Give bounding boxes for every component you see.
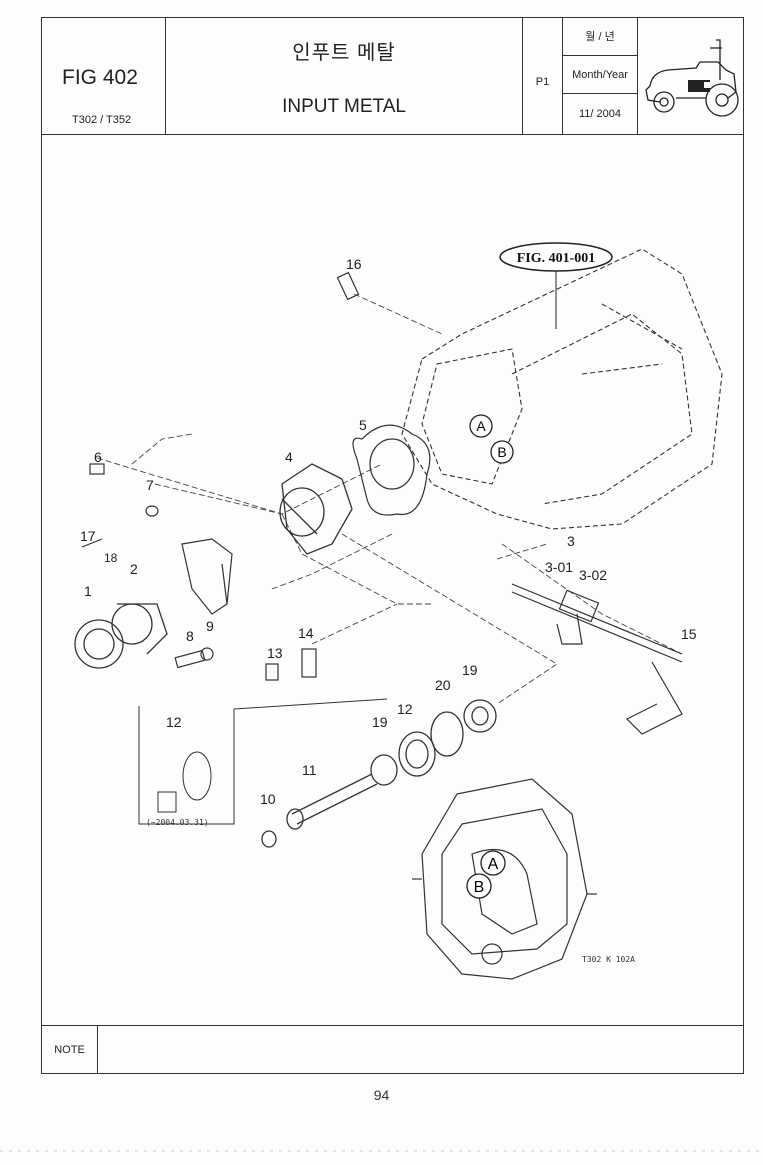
fig-reference-label: FIG. 401-001 <box>517 251 596 266</box>
scan-artifact <box>0 1150 763 1152</box>
callout-3-01: 3-01 <box>545 559 573 575</box>
callout-14: 14 <box>298 625 314 641</box>
marker-a-lower-label: A <box>488 856 499 873</box>
note-row: NOTE <box>42 1025 743 1074</box>
callout-20: 20 <box>435 677 451 693</box>
parts-diagram: FIG. 401-001 <box>74 242 723 980</box>
marker-a-upper <box>469 414 493 438</box>
callout-16: 16 <box>346 256 362 272</box>
fig-reference-tag: FIG. 401-001 <box>499 242 613 329</box>
tractor-icon <box>645 39 739 117</box>
gasket-part-5 <box>352 424 431 516</box>
marker-b-lower <box>466 873 492 899</box>
callout-17: 17 <box>80 528 96 544</box>
callout-1: 1 <box>84 583 92 599</box>
fig-number: FIG 402 <box>62 66 138 89</box>
detail-inset-12 <box>138 698 388 825</box>
marker-a-lower <box>480 850 506 876</box>
date-cell: 월 / 년 Month/Year 11/ 2004 <box>563 18 638 134</box>
callout-3-02: 3-02 <box>579 567 607 583</box>
callout-18: 18 <box>104 551 118 565</box>
note-label: NOTE <box>42 1026 98 1074</box>
callout-3: 3 <box>567 533 575 549</box>
release-fork-part-2 <box>181 538 233 615</box>
callout-15: 15 <box>681 626 697 642</box>
callout-19-lower: 19 <box>372 714 388 730</box>
input-shaft-gear-set <box>261 699 497 848</box>
date-value: 11/ 2004 <box>578 108 621 120</box>
marker-b-upper <box>490 440 514 464</box>
parts-sheet: FIG 402 T302 / T352 인푸트 메탈 INPUT METAL P… <box>41 17 744 1074</box>
shift-rod-assembly-part-3 <box>511 583 683 735</box>
tractor-logo-cell <box>638 18 744 134</box>
marker-b-lower-label: B <box>474 879 485 896</box>
detail-stamp: (~2004.03.31) <box>146 818 209 827</box>
fastener-parts <box>81 271 360 681</box>
page-label: P1 <box>535 76 550 88</box>
bearing-retainer-part-4 <box>279 463 353 555</box>
callout-11: 11 <box>302 762 317 778</box>
marker-a-upper-label: A <box>476 418 486 434</box>
callout-12: 12 <box>397 701 413 717</box>
clutch-housing-lower <box>412 778 597 980</box>
title-block: FIG 402 T302 / T352 인푸트 메탈 INPUT METAL P… <box>42 18 743 135</box>
callout-4: 4 <box>285 449 293 465</box>
date-label-korean: 월 / 년 <box>563 18 637 56</box>
callout-numbers: 16 5 4 6 7 17 18 2 1 8 9 14 13 3 3-01 3-… <box>80 256 697 807</box>
page-number: 94 <box>373 1087 390 1103</box>
callout-7: 7 <box>146 477 154 493</box>
callout-2: 2 <box>130 561 138 577</box>
date-label-english: Month/Year <box>563 56 637 94</box>
callout-10: 10 <box>260 791 276 807</box>
callout-8: 8 <box>186 628 194 644</box>
page-cell: P1 <box>523 18 563 134</box>
callout-6: 6 <box>94 449 102 465</box>
title-cell: 인푸트 메탈 INPUT METAL <box>166 18 523 134</box>
drawing-code: T302 K 102A <box>582 955 635 964</box>
exploded-parts-drawing: FIG. 401-001 <box>42 134 743 1025</box>
callout-5: 5 <box>359 417 367 433</box>
callout-9: 9 <box>206 618 214 634</box>
fig-cell: FIG 402 T302 / T352 <box>42 18 166 134</box>
release-bearing-part-1 <box>74 603 168 669</box>
reference-markers: A B A B <box>466 414 514 899</box>
model-number: T302 / T352 <box>72 114 132 126</box>
callout-12-detail: 12 <box>166 714 182 730</box>
title-english: INPUT METAL <box>282 96 406 117</box>
title-korean: 인푸트 메탈 <box>292 42 396 64</box>
callout-13: 13 <box>267 645 283 661</box>
marker-b-upper-label: B <box>497 444 506 460</box>
transmission-housing <box>401 248 723 530</box>
callout-19-upper: 19 <box>462 662 478 678</box>
